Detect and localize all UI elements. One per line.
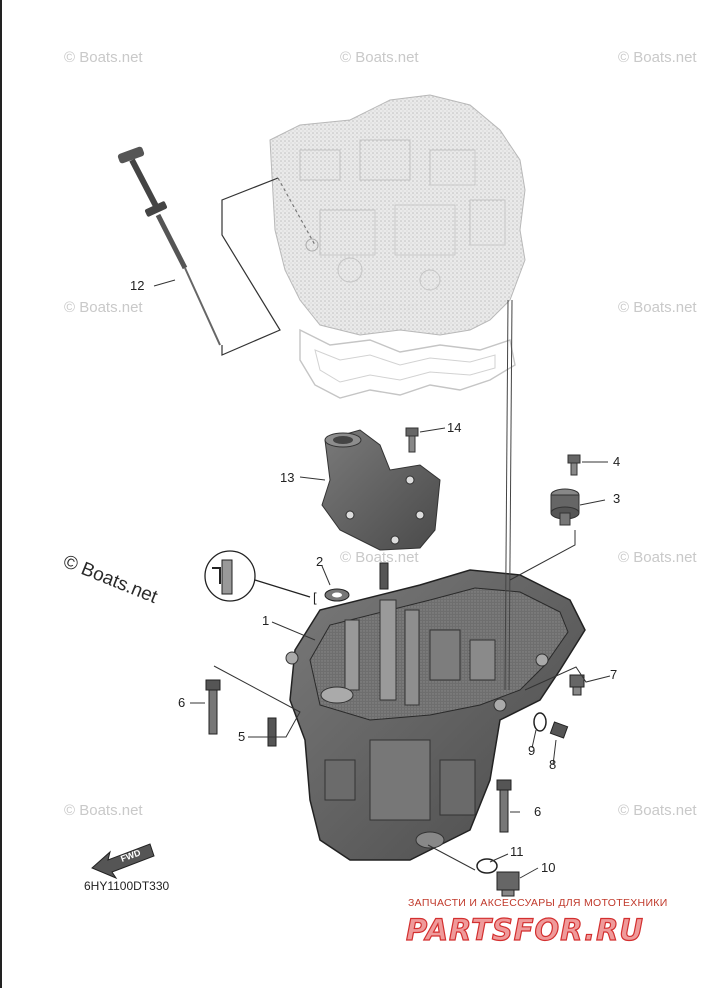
bolt-part-6-left	[205, 679, 221, 735]
gasket-part-9	[533, 712, 547, 732]
callout-1: 1	[262, 613, 269, 628]
callout-5: 5	[238, 729, 245, 744]
callout-9: 9	[528, 743, 535, 758]
watermark: © Boats.net	[618, 802, 697, 819]
reference-line	[508, 299, 513, 691]
bolt-part-8	[549, 721, 569, 739]
dipstick-bracket-lines	[221, 177, 316, 356]
callout-12: 12	[130, 278, 144, 293]
drawing-code: 6HY1100DT330	[84, 879, 169, 893]
forward-arrow-icon: FWD	[91, 843, 155, 880]
callout-labels: 1 2 3 4 5 6 6 7 8 9 10 11 12 13 14	[130, 278, 620, 875]
watermark: © Boats.net	[618, 49, 697, 66]
dipstick	[117, 146, 221, 346]
oil-pan-part-1	[285, 569, 586, 861]
svg-text:[: [	[313, 590, 317, 605]
watermark: © Boats.net	[64, 299, 143, 316]
banner-brand-logo: PARTSFOR.RU	[406, 913, 644, 947]
bolt-part-14	[405, 427, 419, 453]
callout-4: 4	[613, 454, 620, 469]
callout-7: 7	[610, 667, 617, 682]
callout-8: 8	[549, 757, 556, 772]
watermark: © Boats.net	[64, 49, 143, 66]
drain-bolt-part-10	[496, 871, 520, 897]
callout-10: 10	[541, 860, 555, 875]
reference-line	[504, 299, 509, 691]
callout-11: 11	[510, 844, 524, 859]
leader-lines	[153, 279, 611, 879]
dowel-pin-part-5	[267, 717, 277, 747]
watermark: © Boats.net	[618, 549, 697, 566]
watermark: © Boats.net	[340, 49, 419, 66]
watermark: © Boats.net	[64, 802, 143, 819]
banner-tagline: ЗАПЧАСТИ И АКСЕССУАРЫ ДЛЯ МОТОТЕХНИКИ	[408, 897, 668, 909]
watermark-large: © Boats.net	[60, 551, 161, 608]
bolt-part-4	[567, 454, 581, 476]
callout-14: 14	[447, 420, 461, 435]
bracket-part-13	[321, 429, 441, 551]
bolt-part-6-right	[496, 779, 512, 833]
gasket-part-11	[476, 858, 498, 874]
plug-part-7	[569, 674, 585, 696]
callout-6-left: 6	[178, 695, 185, 710]
partsfor-banner: ЗАПЧАСТИ И АКСЕССУАРЫ ДЛЯ МОТОТЕХНИКИ PA…	[405, 897, 668, 948]
washer-part-2	[324, 588, 350, 602]
callout-6-right: 6	[534, 804, 541, 819]
callout-13: 13	[280, 470, 294, 485]
pin-part-pair	[379, 562, 389, 590]
callout-2: 2	[316, 554, 323, 569]
watermark: © Boats.net	[340, 549, 419, 566]
clip-detail-callout: [	[204, 550, 317, 605]
callout-3: 3	[613, 491, 620, 506]
engine-block-ghost	[269, 94, 526, 399]
cap-part-3	[550, 488, 580, 526]
watermark: © Boats.net	[618, 299, 697, 316]
